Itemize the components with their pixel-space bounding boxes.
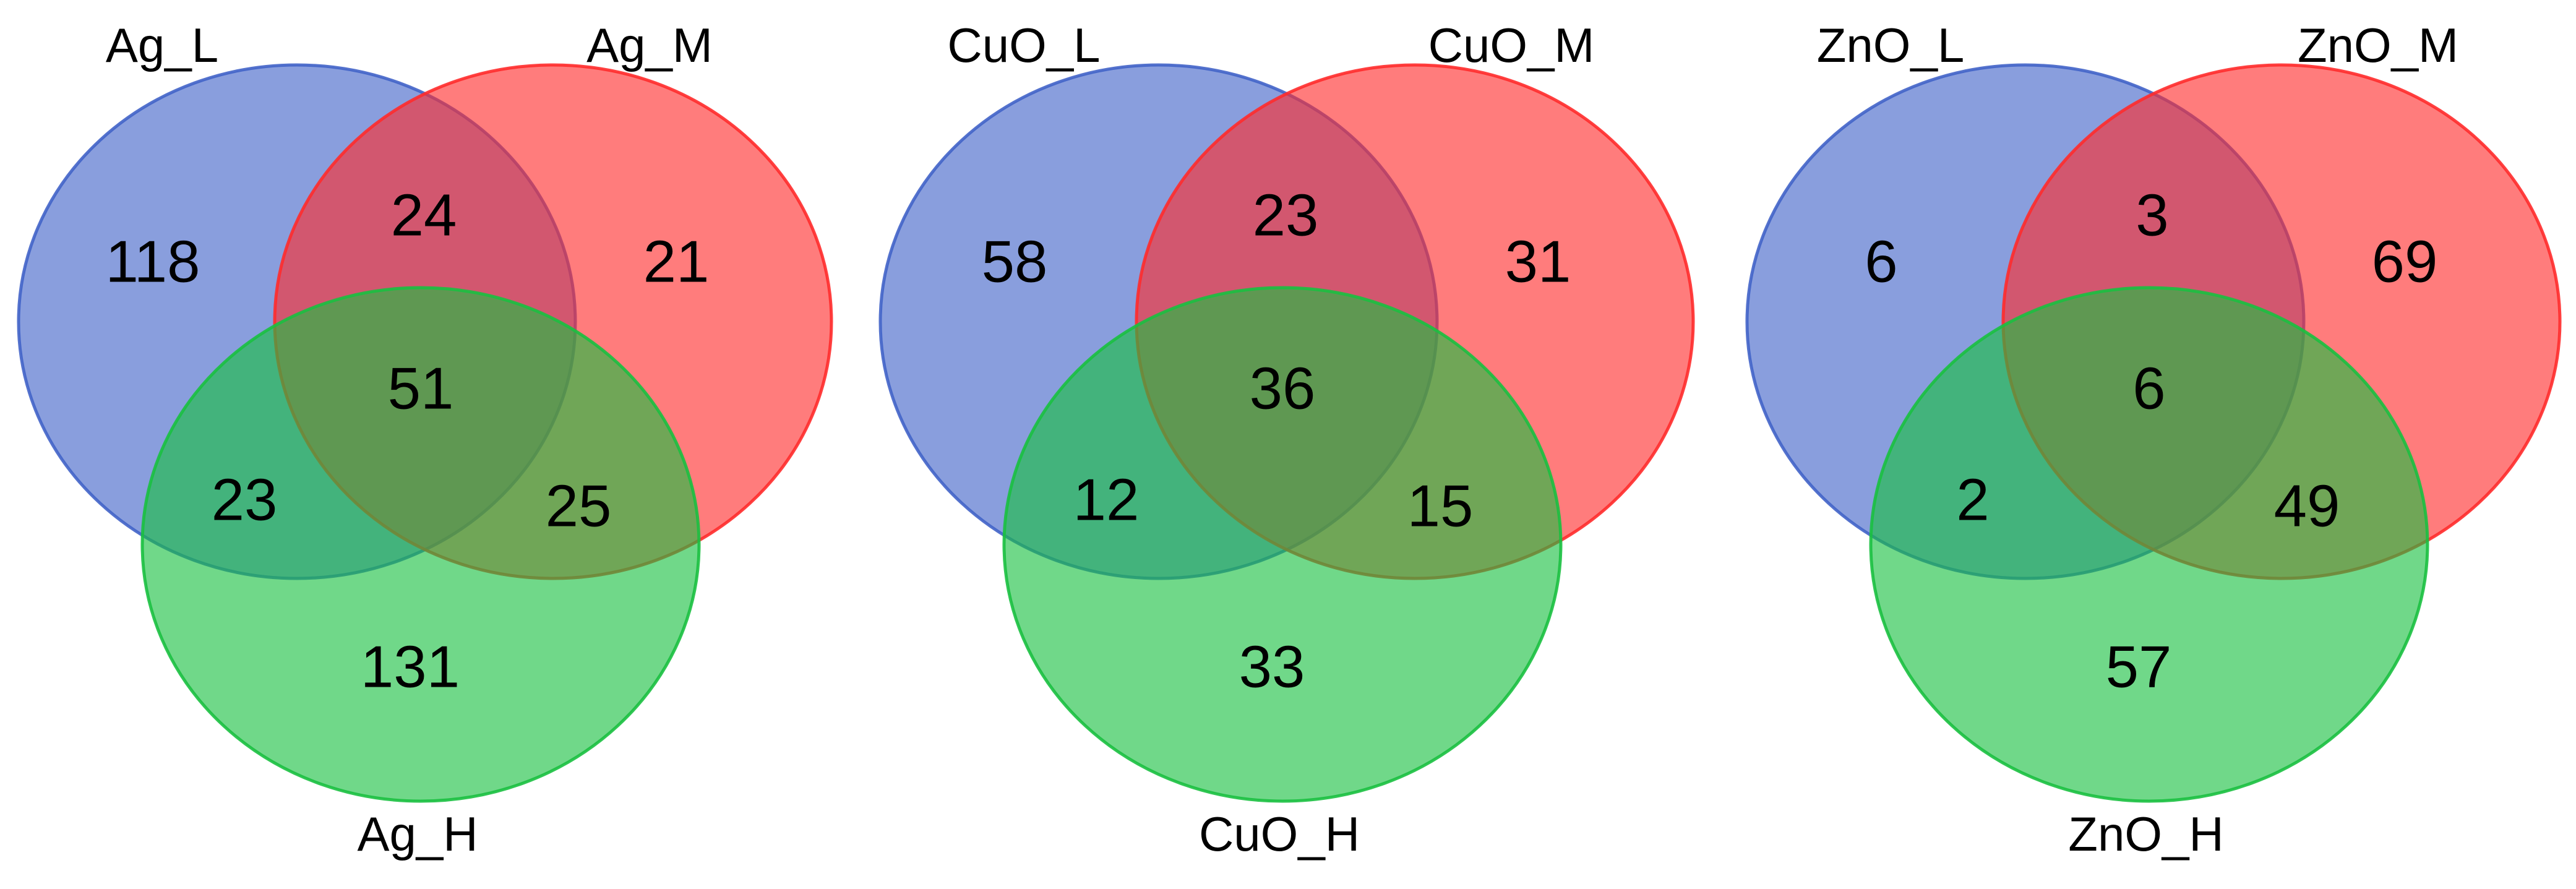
region-count-m-h: 25 <box>546 473 612 539</box>
region-count-h-only: 33 <box>1239 633 1305 700</box>
region-count-l-m: 24 <box>391 182 457 248</box>
region-count-l-m-h: 6 <box>2132 355 2165 421</box>
set-label: ZnO_L <box>1817 18 1964 72</box>
set-label: ZnO_M <box>2298 18 2458 72</box>
region-count-l-m-h: 36 <box>1250 355 1316 421</box>
set-label: ZnO_H <box>2068 807 2223 861</box>
set-label: CuO_L <box>947 18 1100 72</box>
region-count-l-m: 3 <box>2136 182 2168 248</box>
region-count-m-only: 21 <box>643 228 710 294</box>
set-label: Ag_L <box>106 18 218 72</box>
set-ellipse-cuo-h <box>1002 286 1563 803</box>
venn-diagram-1: Ag_L Ag_M Ag_H 118 21 24 51 23 25 131 <box>17 18 833 861</box>
region-count-l-only: 118 <box>105 228 200 294</box>
region-count-m-only: 31 <box>1505 228 1571 294</box>
region-count-m-h: 49 <box>2274 473 2340 539</box>
region-count-l-h: 12 <box>1073 466 1140 533</box>
region-count-l-h: 23 <box>212 466 278 533</box>
venn-diagram-3: ZnO_L ZnO_M ZnO_H 6 69 3 6 2 49 57 <box>1745 18 2562 861</box>
set-ellipse-zno-h <box>1869 286 2429 803</box>
region-count-h-only: 57 <box>2106 633 2172 700</box>
region-count-l-only: 58 <box>982 228 1048 294</box>
region-count-h-only: 131 <box>361 633 460 700</box>
region-count-m-only: 69 <box>2372 228 2438 294</box>
region-count-l-m-h: 51 <box>388 355 454 421</box>
region-count-l-m: 23 <box>1253 182 1319 248</box>
set-label: Ag_M <box>586 18 713 72</box>
set-label: CuO_M <box>1428 18 1595 72</box>
venn-diagram-2: CuO_L CuO_M CuO_H 58 31 23 36 12 15 33 <box>878 18 1695 861</box>
region-count-l-h: 2 <box>1956 466 1989 533</box>
set-label: Ag_H <box>357 807 478 861</box>
region-count-l-only: 6 <box>1865 228 1897 294</box>
region-count-m-h: 15 <box>1407 473 1474 539</box>
set-ellipse-ag-h <box>140 286 701 803</box>
set-label: CuO_H <box>1199 807 1360 861</box>
